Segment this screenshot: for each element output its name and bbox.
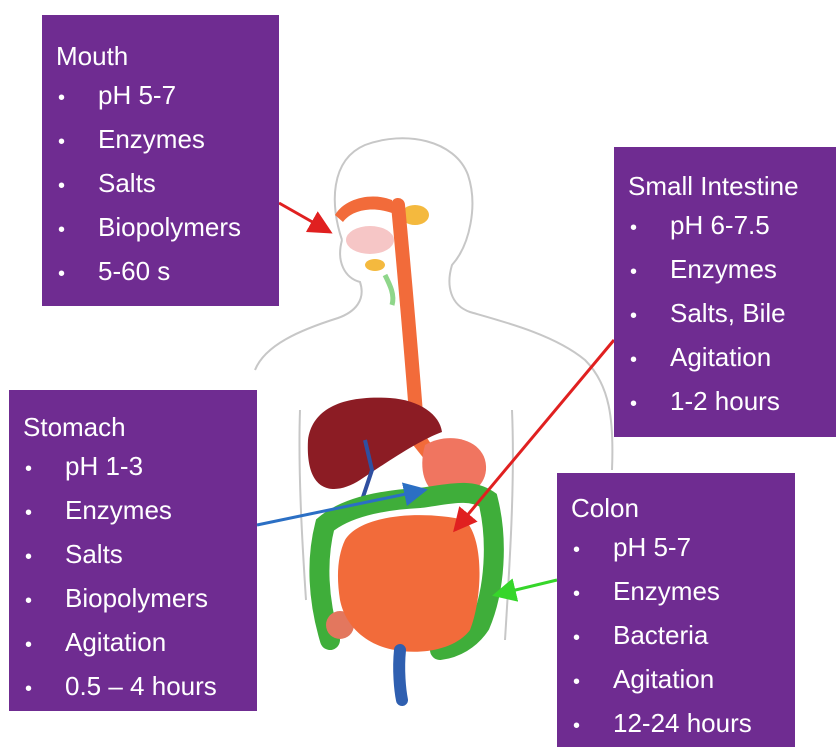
small-intestine-organ <box>338 515 480 652</box>
bullet-icon: • <box>628 384 670 425</box>
list-item: •Agitation <box>571 659 781 703</box>
stomach-title: Stomach <box>23 412 243 442</box>
oral-cavity <box>335 196 429 305</box>
list-item: •Salts <box>56 163 265 207</box>
colon-info-box: Colon •pH 5-7 •Enzymes •Bacteria •Agitat… <box>557 473 795 747</box>
colon-list: •pH 5-7 •Enzymes •Bacteria •Agitation •1… <box>571 527 781 747</box>
list-item: •Biopolymers <box>23 578 243 622</box>
list-item: •pH 5-7 <box>56 75 265 119</box>
rectum <box>399 650 402 700</box>
colon-title: Colon <box>571 493 781 523</box>
mouth-info-box: Mouth •pH 5-7 •Enzymes •Salts •Biopolyme… <box>42 15 279 306</box>
list-item: •Enzymes <box>571 571 781 615</box>
bullet-icon: • <box>628 340 670 381</box>
bullet-icon: • <box>23 669 65 710</box>
list-item: •Agitation <box>628 337 822 381</box>
bullet-icon: • <box>56 122 98 163</box>
bullet-icon: • <box>23 537 65 578</box>
list-item: •pH 1-3 <box>23 446 243 490</box>
list-item: •12-24 hours <box>571 703 781 747</box>
colon-arrow <box>495 580 557 595</box>
bullet-icon: • <box>571 618 613 659</box>
stomach-list: •pH 1-3 •Enzymes •Salts •Biopolymers •Ag… <box>23 446 243 710</box>
bullet-icon: • <box>628 252 670 293</box>
bullet-icon: • <box>571 706 613 747</box>
bullet-icon: • <box>628 296 670 337</box>
mouth-title: Mouth <box>56 41 265 71</box>
list-item: •Salts, Bile <box>628 293 822 337</box>
list-item: •0.5 – 4 hours <box>23 666 243 710</box>
list-item: •Bacteria <box>571 615 781 659</box>
small-intestine-title: Small Intestine <box>628 171 822 201</box>
bullet-icon: • <box>23 493 65 534</box>
mouth-list: •pH 5-7 •Enzymes •Salts •Biopolymers •5-… <box>56 75 265 295</box>
stomach-info-box: Stomach •pH 1-3 •Enzymes •Salts •Biopoly… <box>9 390 257 711</box>
bullet-icon: • <box>56 166 98 207</box>
list-item: •Enzymes <box>23 490 243 534</box>
bullet-icon: • <box>56 254 98 295</box>
list-item: •5-60 s <box>56 251 265 295</box>
list-item: •Enzymes <box>56 119 265 163</box>
mouth-arrow <box>279 203 330 232</box>
small-intestine-list: •pH 6-7.5 •Enzymes •Salts, Bile •Agitati… <box>628 205 822 425</box>
bullet-icon: • <box>23 581 65 622</box>
bullet-icon: • <box>571 574 613 615</box>
list-item: •pH 6-7.5 <box>628 205 822 249</box>
bullet-icon: • <box>23 449 65 490</box>
bullet-icon: • <box>56 78 98 119</box>
list-item: •Salts <box>23 534 243 578</box>
bullet-icon: • <box>571 530 613 571</box>
bullet-icon: • <box>23 625 65 666</box>
list-item: •pH 5-7 <box>571 527 781 571</box>
small-intestine-info-box: Small Intestine •pH 6-7.5 •Enzymes •Salt… <box>614 147 836 437</box>
bullet-icon: • <box>571 662 613 703</box>
list-item: •Agitation <box>23 622 243 666</box>
bullet-icon: • <box>628 208 670 249</box>
list-item: •1-2 hours <box>628 381 822 425</box>
list-item: •Enzymes <box>628 249 822 293</box>
bullet-icon: • <box>56 210 98 251</box>
list-item: •Biopolymers <box>56 207 265 251</box>
